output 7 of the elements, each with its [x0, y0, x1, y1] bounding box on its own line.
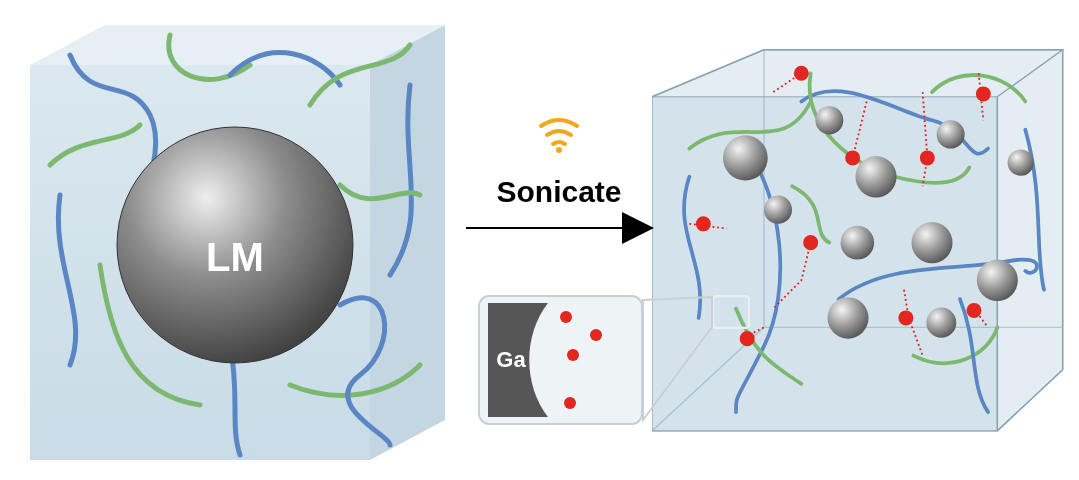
zoom-lines [642, 295, 713, 424]
inset-panel [478, 295, 643, 425]
sphere-label: LM [206, 234, 264, 280]
metal-sphere [115, 125, 355, 365]
zoom-frame [712, 295, 750, 329]
arrow [465, 212, 654, 244]
element-label: Ga [496, 347, 526, 373]
